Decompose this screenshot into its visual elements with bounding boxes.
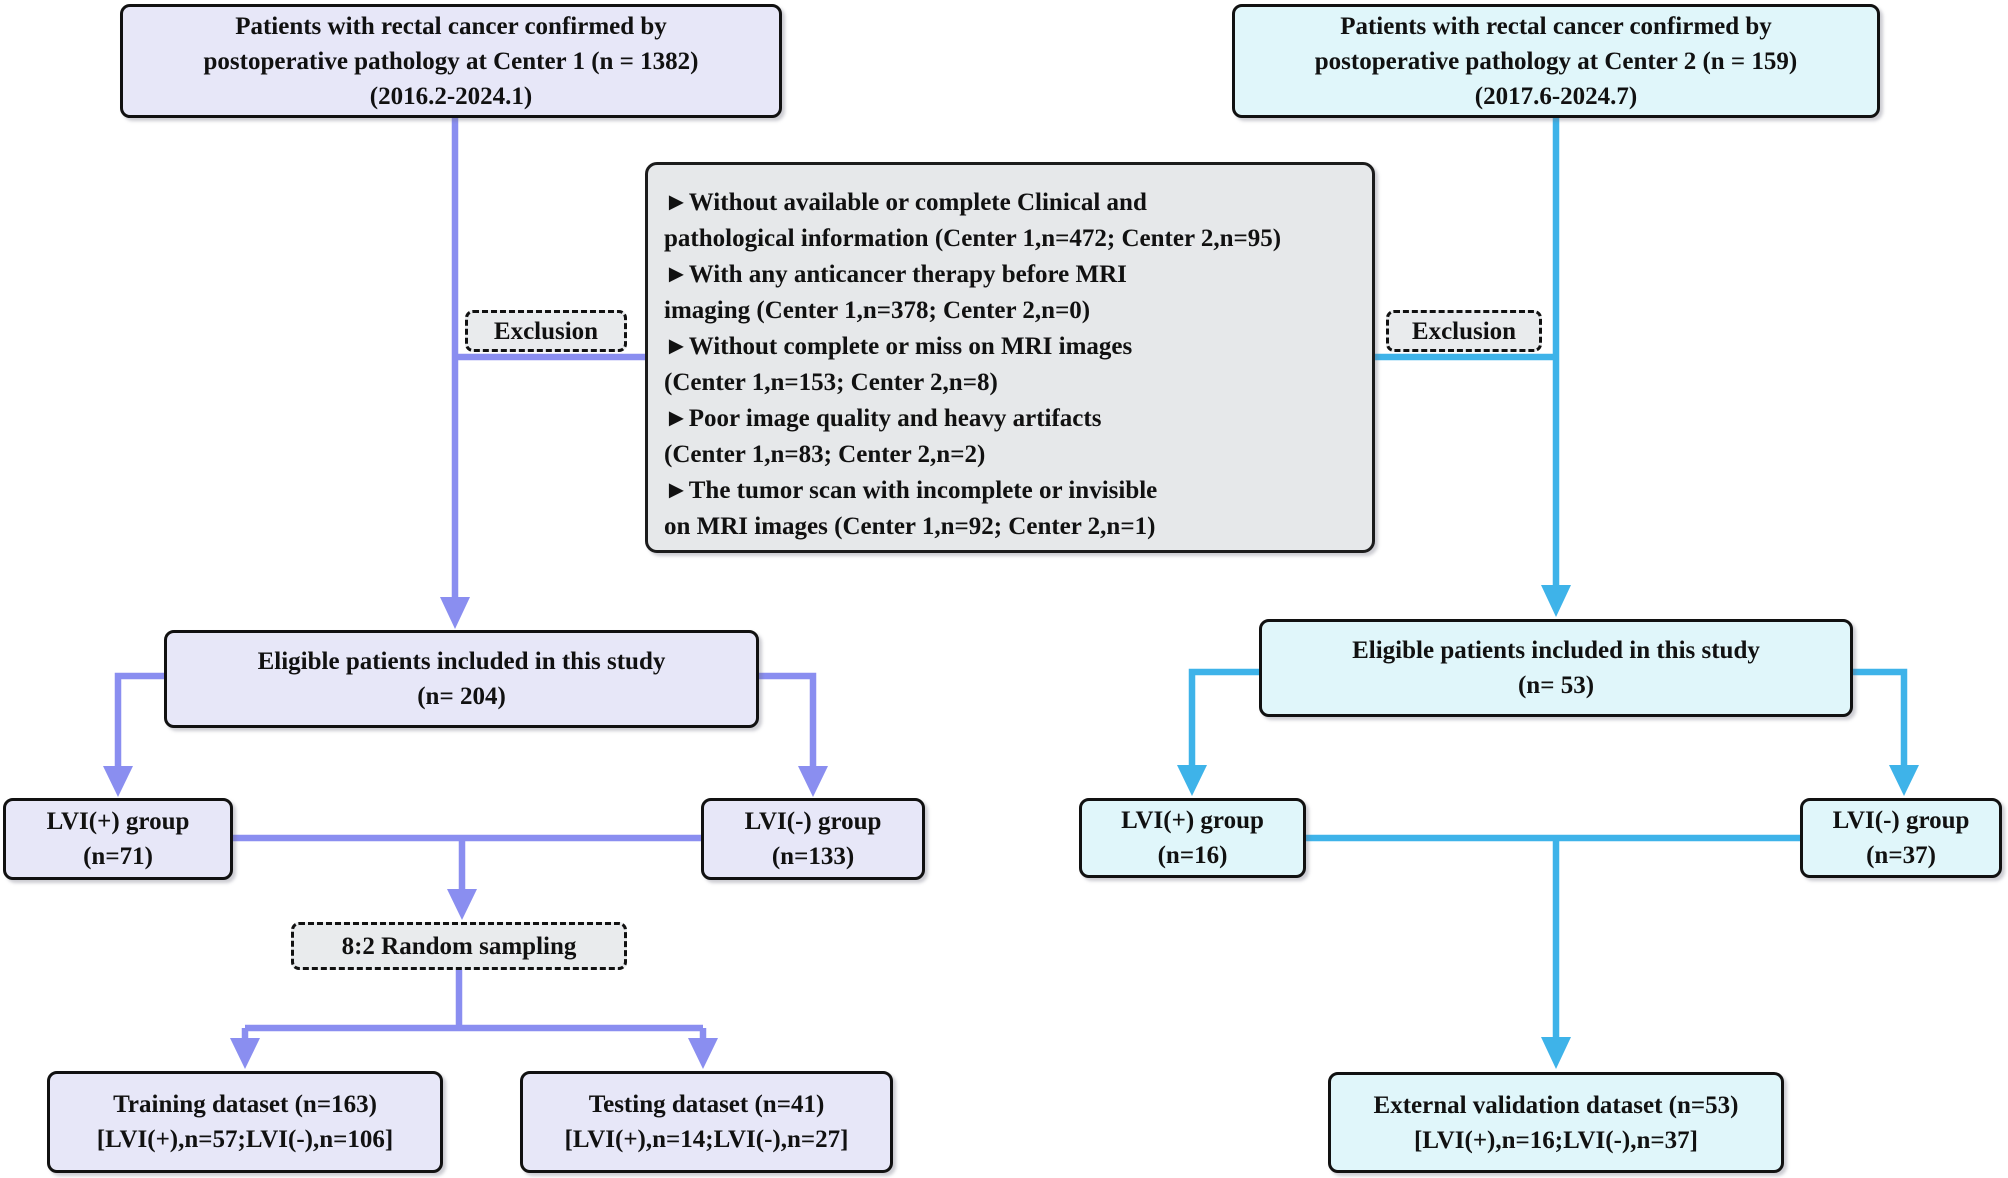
text-line: Eligible patients included in this study: [1352, 637, 1760, 664]
text-line: on MRI images (Center 1,n=92; Center 2,n…: [664, 513, 1156, 540]
text-line: Patients with rectal cancer confirmed by: [1340, 12, 1772, 40]
text-line: Training dataset (n=163): [113, 1091, 377, 1118]
arrowhead-icon: [798, 766, 828, 797]
eligible-box-center2: Eligible patients included in this study…: [1259, 619, 1853, 717]
text-line: ►Poor image quality and heavy artifacts: [664, 405, 1102, 432]
exclusion-criteria-box: ►Without available or complete Clinical …: [645, 162, 1375, 553]
text-line: (n=133): [771, 843, 855, 870]
exclusion-label-text: Exclusion: [1411, 317, 1517, 345]
text-line: (Center 1,n=83; Center 2,n=2): [664, 441, 986, 468]
text-line: [LVI(+),n=14;LVI(-),n=27]: [564, 1126, 849, 1153]
text-line: (Center 1,n=153; Center 2,n=8): [664, 369, 998, 396]
connector-c1-eligible-to-lvipos: [114, 672, 164, 768]
center2-arrowheads: [1177, 585, 1919, 1069]
training-dataset-box: Training dataset (n=163) [LVI(+),n=57;LV…: [47, 1071, 443, 1173]
arrowhead-icon: [1541, 585, 1571, 617]
lvi-negative-box-center1: LVI(-) group (n=133): [701, 798, 925, 880]
arrowhead-icon: [230, 1038, 260, 1069]
center1-arrowheads: [103, 597, 828, 1069]
text-line: (2017.6-2024.7): [1474, 82, 1638, 110]
eligible-box-center1: Eligible patients included in this study…: [164, 630, 759, 728]
text-line: ►Without complete or miss on MRI images: [664, 333, 1133, 360]
center1-source-box: Patients with rectal cancer confirmed by…: [120, 4, 782, 118]
testing-dataset-box: Testing dataset (n=41) [LVI(+),n=14;LVI(…: [520, 1071, 893, 1173]
text-line: (n=37): [1866, 842, 1936, 869]
text-line: Patients with rectal cancer confirmed by: [235, 12, 667, 40]
random-sampling-label: 8:2 Random sampling: [291, 922, 627, 970]
text-line: pathological information (Center 1,n=472…: [664, 225, 1282, 252]
arrowhead-icon: [103, 766, 133, 797]
exclusion-label-center1: Exclusion: [465, 310, 627, 352]
lvi-positive-box-center2: LVI(+) group (n=16): [1079, 798, 1306, 878]
arrowhead-icon: [1889, 765, 1919, 796]
text-line: LVI(-) group: [744, 808, 882, 835]
text-line: (n=71): [83, 843, 153, 870]
text-line: ►The tumor scan with incomplete or invis…: [664, 477, 1158, 504]
text-line: [LVI(+),n=16;LVI(-),n=37]: [1414, 1126, 1698, 1154]
center1-connectors: [114, 118, 817, 1040]
connector-c2-eligible-to-lvipos: [1188, 668, 1259, 767]
lvi-negative-box-center2: LVI(-) group (n=37): [1800, 798, 2002, 878]
arrowhead-icon: [1541, 1037, 1571, 1069]
exclusion-label-center2: Exclusion: [1386, 310, 1542, 352]
center2-source-box: Patients with rectal cancer confirmed by…: [1232, 4, 1880, 118]
arrowhead-icon: [1177, 765, 1207, 796]
external-validation-box: External validation dataset (n=53) [LVI(…: [1328, 1072, 1784, 1173]
text-line: External validation dataset (n=53): [1373, 1091, 1739, 1119]
arrowhead-icon: [447, 889, 477, 920]
text-line: LVI(-) group: [1832, 807, 1970, 834]
text-line: postoperative pathology at Center 2 (n =…: [1314, 47, 1798, 75]
text-line: (n= 53): [1517, 672, 1595, 699]
lvi-positive-box-center1: LVI(+) group (n=71): [3, 798, 233, 880]
text-line: (n=16): [1157, 842, 1228, 869]
center2-connectors: [1188, 118, 1908, 1039]
text-line: ►Without available or complete Clinical …: [664, 189, 1147, 216]
text-line: postoperative pathology at Center 1 (n =…: [203, 47, 699, 75]
text-line: Eligible patients included in this study: [257, 648, 666, 675]
random-sampling-text: 8:2 Random sampling: [341, 932, 577, 960]
text-line: imaging (Center 1,n=378; Center 2,n=0): [664, 297, 1091, 324]
text-line: ►With any anticancer therapy before MRI: [664, 261, 1127, 288]
connector-c2-eligible-to-lvineg: [1853, 668, 1908, 767]
text-line: Testing dataset (n=41): [588, 1091, 825, 1118]
arrowhead-icon: [688, 1038, 718, 1069]
text-line: [LVI(+),n=57;LVI(-),n=106]: [96, 1126, 394, 1153]
arrowhead-icon: [440, 597, 470, 629]
exclusion-label-text: Exclusion: [493, 317, 599, 345]
text-line: (2016.2-2024.1): [369, 82, 533, 110]
text-line: LVI(+) group: [46, 808, 190, 835]
text-line: (n= 204): [417, 683, 506, 710]
text-line: LVI(+) group: [1121, 807, 1264, 834]
connector-c1-eligible-to-lvineg: [759, 672, 817, 768]
